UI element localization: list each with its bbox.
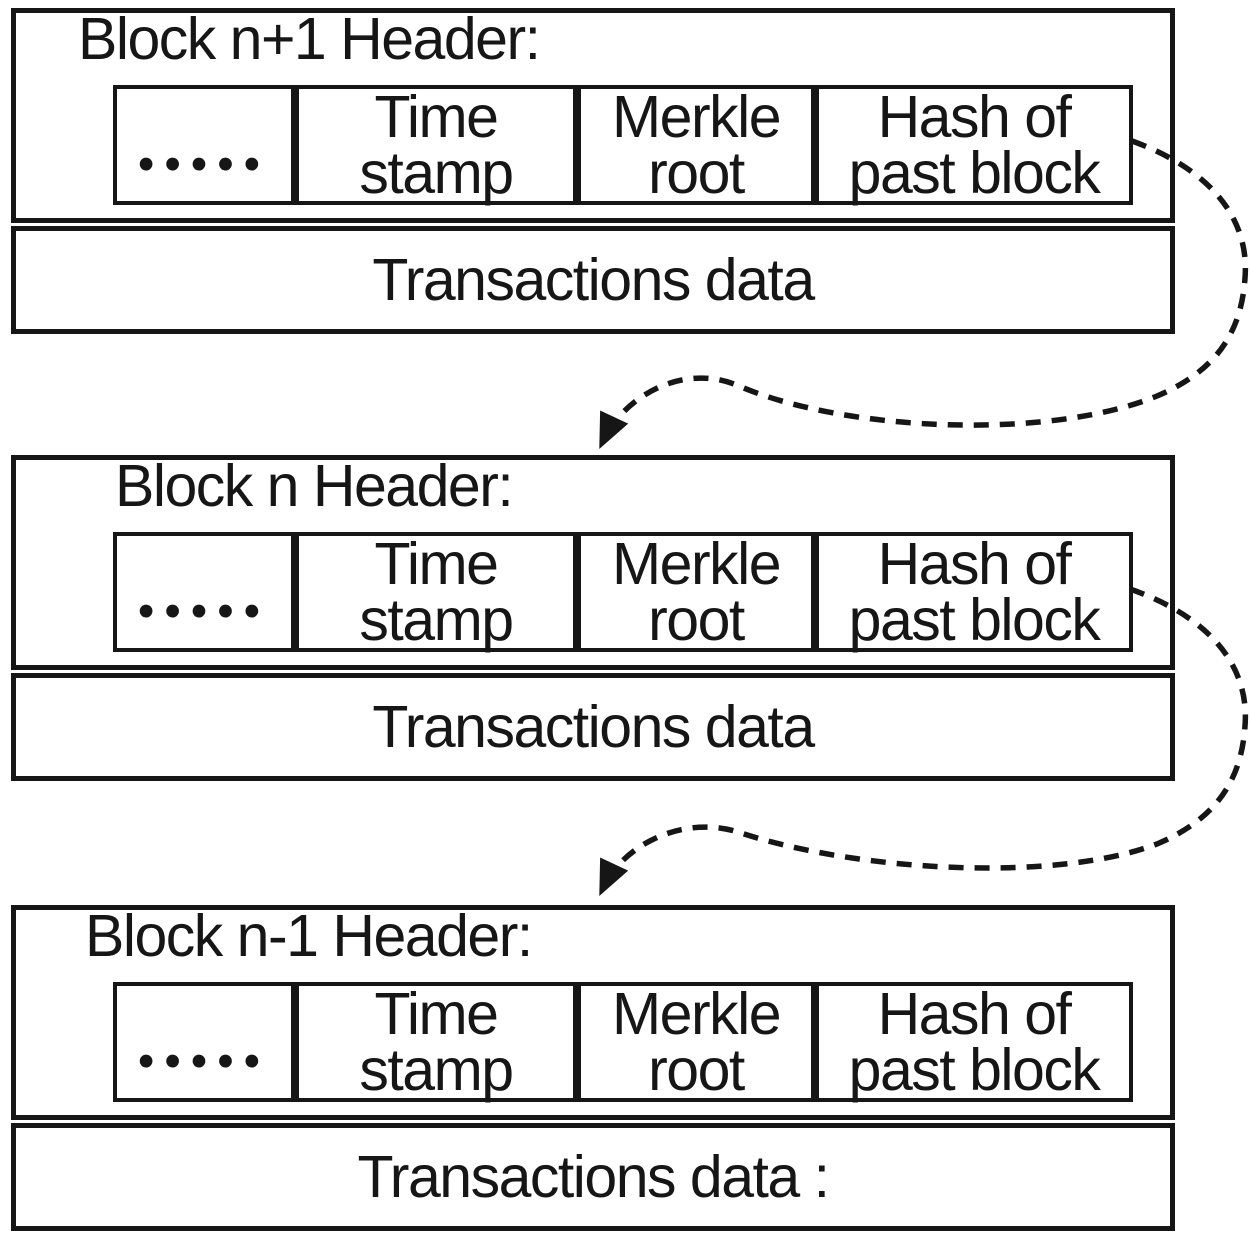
header-fields-row: ••••• Time stamp Merkle root Hash of pas…: [113, 532, 1133, 652]
ellipsis-dots-icon: •••••: [137, 1033, 271, 1087]
block-n-plus-1-header-box: Block n+1 Header: ••••• Time stamp Merkl…: [11, 8, 1175, 223]
block-n-header-box: Block n Header: ••••• Time stamp Merkle …: [11, 455, 1175, 670]
merkle-root-label: Merkle root: [611, 981, 782, 1103]
transactions-data-label: Transactions data: [372, 246, 815, 313]
merkle-root-cell: Merkle root: [577, 85, 815, 205]
hash-of-past-block-label: Hash of past block: [848, 84, 1101, 206]
ellipsis-cell: •••••: [113, 532, 295, 652]
block-title: Block n-1 Header:: [85, 903, 533, 969]
header-fields-row: ••••• Time stamp Merkle root Hash of pas…: [113, 982, 1133, 1102]
merkle-root-cell: Merkle root: [577, 982, 815, 1102]
timestamp-cell: Time stamp: [295, 982, 577, 1102]
timestamp-label: Time stamp: [359, 981, 514, 1103]
ellipsis-cell: •••••: [113, 982, 295, 1102]
merkle-root-cell: Merkle root: [577, 532, 815, 652]
block-title: Block n+1 Header:: [78, 6, 541, 72]
block-n-plus-1-transactions-box: Transactions data: [11, 226, 1175, 334]
timestamp-cell: Time stamp: [295, 85, 577, 205]
merkle-root-label: Merkle root: [611, 84, 782, 206]
transactions-data-label: Transactions data :: [357, 1143, 830, 1210]
ellipsis-dots-icon: •••••: [137, 583, 271, 637]
timestamp-cell: Time stamp: [295, 532, 577, 652]
hash-of-past-block-cell: Hash of past block: [815, 982, 1133, 1102]
block-n-minus-1-transactions-box: Transactions data :: [11, 1123, 1175, 1231]
header-fields-row: ••••• Time stamp Merkle root Hash of pas…: [113, 85, 1133, 205]
merkle-root-label: Merkle root: [611, 531, 782, 653]
transactions-data-label: Transactions data: [372, 693, 815, 760]
timestamp-label: Time stamp: [359, 84, 514, 206]
ellipsis-dots-icon: •••••: [137, 136, 271, 190]
hash-of-past-block-label: Hash of past block: [848, 981, 1101, 1103]
timestamp-label: Time stamp: [359, 531, 514, 653]
hash-of-past-block-cell: Hash of past block: [815, 85, 1133, 205]
block-n-minus-1-header-box: Block n-1 Header: ••••• Time stamp Merkl…: [11, 905, 1175, 1120]
ellipsis-cell: •••••: [113, 85, 295, 205]
block-n-transactions-box: Transactions data: [11, 673, 1175, 781]
hash-of-past-block-label: Hash of past block: [848, 531, 1101, 653]
hash-of-past-block-cell: Hash of past block: [815, 532, 1133, 652]
block-title: Block n Header:: [115, 453, 514, 519]
